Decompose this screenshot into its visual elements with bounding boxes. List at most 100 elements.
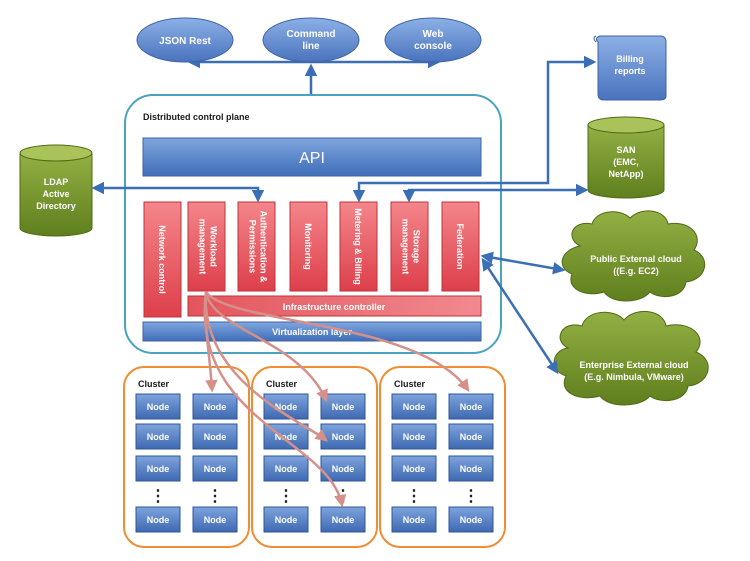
svg-text:Node: Node — [275, 432, 298, 442]
billing-to-metering-arrow — [352, 55, 597, 203]
node: Node — [448, 455, 494, 482]
node: Node — [391, 423, 437, 450]
svg-text:Node: Node — [403, 402, 426, 412]
svg-text:Node: Node — [332, 402, 355, 412]
node: Node — [448, 423, 494, 450]
workload-distribution-arrows — [203, 291, 470, 508]
svg-text:Node: Node — [275, 402, 298, 412]
svg-text:Node: Node — [332, 515, 355, 525]
node: Node — [448, 393, 494, 420]
svg-text:Node: Node — [147, 402, 170, 412]
node: Node — [192, 455, 238, 482]
workload-arrow-2 — [204, 291, 328, 403]
node: Node — [192, 393, 238, 420]
node: Node — [192, 423, 238, 450]
node-ellipsis: ⋮ — [207, 488, 223, 505]
node: Node — [135, 393, 181, 420]
san-label: SAN(EMC,NetApp) — [609, 145, 644, 179]
cluster-2: ClusterNodeNodeNodeNode⋮NodeNodeNodeNode… — [251, 366, 378, 548]
api-label: API — [299, 150, 325, 167]
node: Node — [448, 506, 494, 533]
node-ellipsis: ⋮ — [278, 488, 294, 505]
svg-text:Node: Node — [460, 515, 483, 525]
svg-text:Node: Node — [403, 515, 426, 525]
cluster-3: ClusterNodeNodeNodeNode⋮NodeNodeNodeNode… — [379, 366, 506, 548]
workload-arrow-3 — [204, 291, 470, 393]
svg-text:Node: Node — [332, 464, 355, 474]
svg-text:Node: Node — [204, 515, 227, 525]
workload-arrow-4 — [204, 291, 328, 442]
node: Node — [320, 393, 366, 420]
svg-text:Node: Node — [275, 464, 298, 474]
node-ellipsis: ⋮ — [406, 488, 422, 505]
client-json-rest-label: JSON Rest — [159, 36, 211, 47]
node: Node — [263, 423, 309, 450]
modules-group: Network control Workloadmanagement Authe… — [143, 201, 480, 318]
module-authentication-permissions-label: Authentication &Permissions — [248, 211, 269, 283]
cluster-1: ClusterNodeNodeNodeNode⋮NodeNodeNodeNode… — [123, 366, 250, 548]
node-ellipsis: ⋮ — [463, 488, 479, 505]
san-storage: SAN(EMC,NetApp) — [587, 116, 665, 199]
cluster-title: Cluster — [394, 379, 426, 389]
module-federation-label: Federation — [455, 223, 465, 269]
module-workload-management: Workloadmanagement — [187, 201, 226, 292]
cluster-title: Cluster — [266, 379, 298, 389]
node: Node — [391, 506, 437, 533]
svg-text:Node: Node — [147, 515, 170, 525]
infrastructure-controller-bar — [187, 295, 482, 317]
module-storage-management-label: Storagemanagement — [401, 219, 422, 275]
module-federation: Federation — [441, 201, 480, 292]
node: Node — [263, 506, 309, 533]
module-metering-billing: Metering & Billing — [339, 201, 378, 292]
module-storage-management: Storagemanagement — [390, 201, 429, 292]
public-external-cloud: Public External cloud((E.g. EC2) — [561, 210, 706, 302]
svg-text:Node: Node — [332, 432, 355, 442]
node: Node — [320, 506, 366, 533]
module-network-control-label: Network control — [157, 225, 167, 294]
svg-text:Node: Node — [403, 432, 426, 442]
node: Node — [391, 393, 437, 420]
workload-arrow-5 — [203, 291, 347, 508]
node: Node — [263, 455, 309, 482]
svg-text:Node: Node — [147, 464, 170, 474]
module-monitoring-label: Monitoring — [303, 223, 313, 270]
svg-text:Node: Node — [460, 432, 483, 442]
infrastructure-controller-label: Infrastructure controller — [283, 302, 386, 312]
module-monitoring: Monitoring — [289, 201, 328, 292]
svg-text:Node: Node — [204, 432, 227, 442]
svg-text:Node: Node — [147, 432, 170, 442]
svg-text:Node: Node — [275, 515, 298, 525]
module-metering-billing-label: Metering & Billing — [353, 208, 363, 285]
enterprise-cloud-label: Enterprise External cloud(E.g. Nimbula, … — [579, 360, 688, 382]
node: Node — [320, 423, 366, 450]
svg-text:Node: Node — [460, 402, 483, 412]
virtualization-layer-bar — [142, 321, 482, 342]
cluster-title: Cluster — [138, 379, 170, 389]
node-ellipsis: ⋮ — [150, 488, 166, 505]
node: Node — [192, 506, 238, 533]
client-json-rest: JSON Rest — [136, 17, 234, 63]
module-authentication-permissions: Authentication &Permissions — [237, 201, 276, 292]
control-plane-title: Distributed control plane — [143, 112, 250, 122]
module-workload-management-label: Workloadmanagement — [198, 219, 219, 275]
svg-text:Node: Node — [403, 464, 426, 474]
virtualization-layer-label: Virtualization layer — [272, 327, 352, 337]
node: Node — [391, 455, 437, 482]
module-network-control: Network control — [143, 201, 182, 318]
public-cloud-label: Public External cloud((E.g. EC2) — [590, 254, 682, 276]
enterprise-external-cloud: Enterprise External cloud(E.g. Nimbula, … — [553, 311, 709, 406]
clusters-group: ClusterNodeNodeNodeNode⋮NodeNodeNodeNode… — [123, 366, 506, 548]
node: Node — [135, 506, 181, 533]
ldap-to-auth-arrow — [91, 181, 265, 203]
svg-text:Node: Node — [204, 402, 227, 412]
svg-text:Node: Node — [204, 464, 227, 474]
